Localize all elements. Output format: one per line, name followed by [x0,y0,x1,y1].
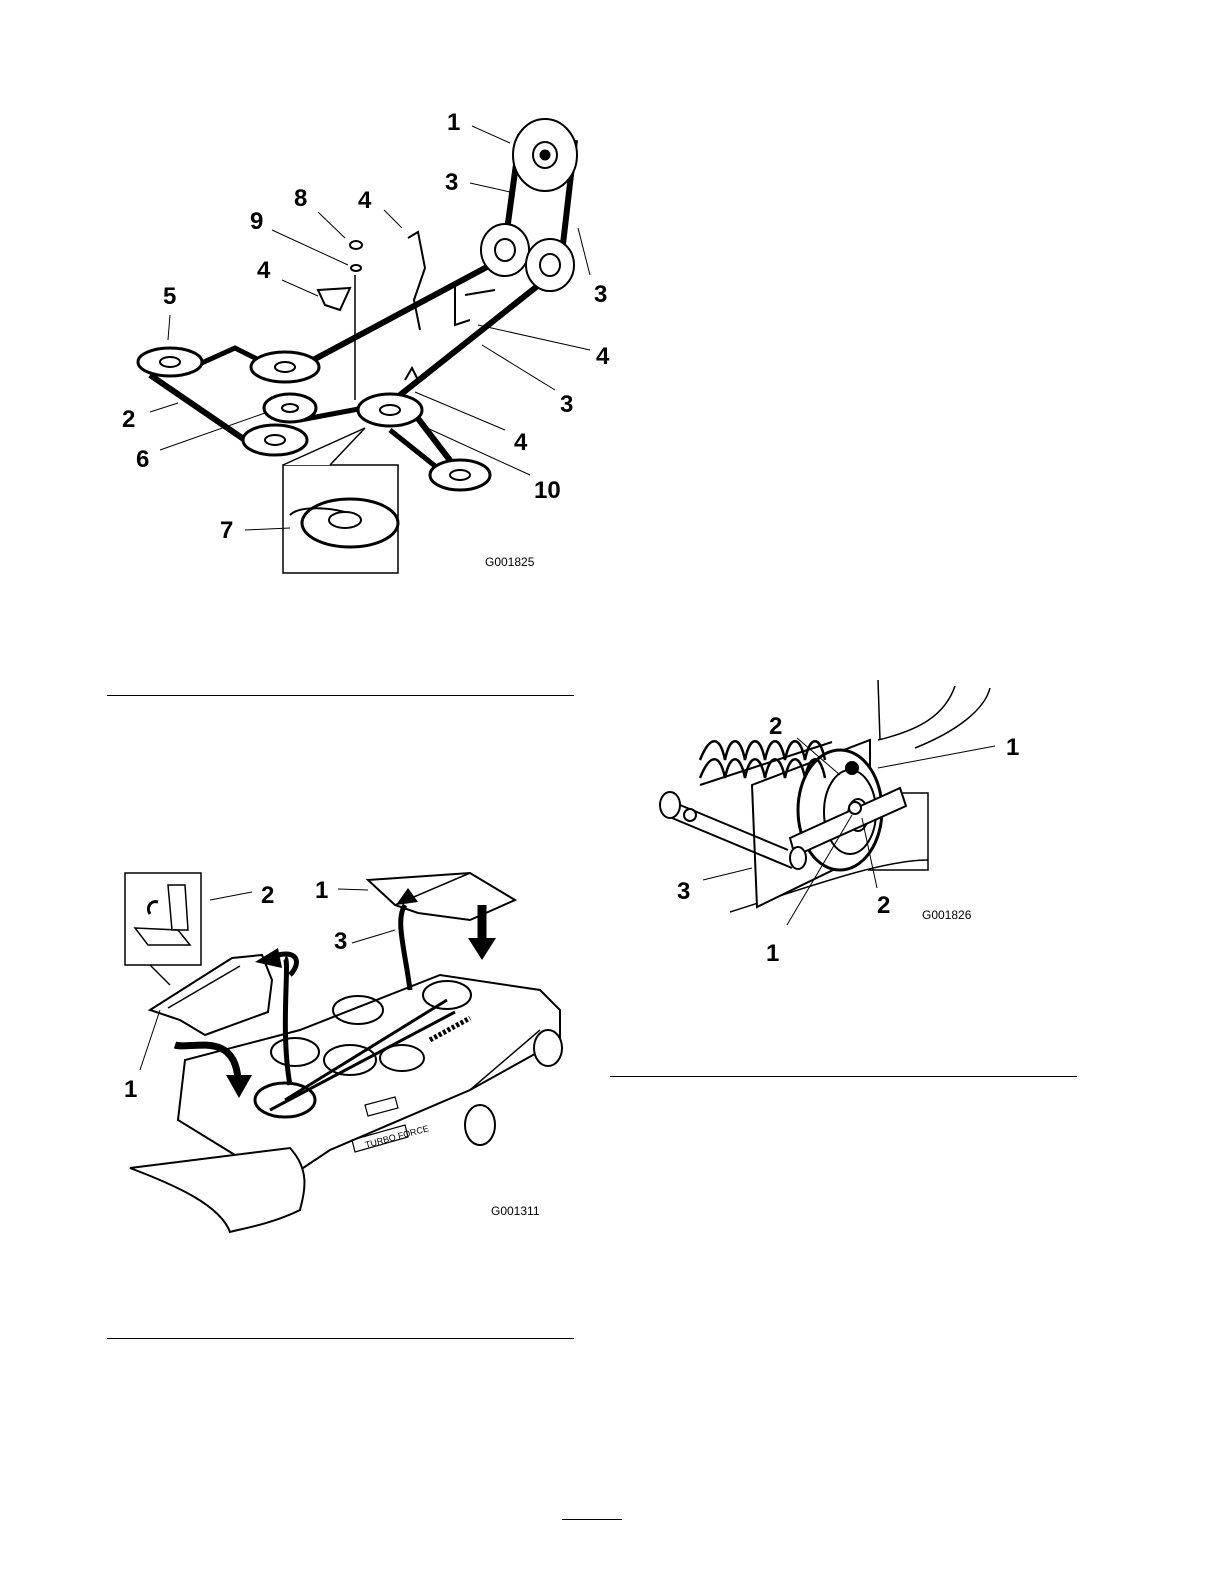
callout: 1 [124,1076,137,1103]
spring-tensioner-figure: 2 1 3 2 1 G001826 [640,670,1060,970]
deck-covers-figure: TURBO FORCE 2 1 3 1 G001311 [115,865,580,1240]
belt-routing-figure: 1 3 8 4 9 4 5 3 4 2 3 6 4 10 7 G001825 [100,100,620,590]
callout: 2 [122,406,135,433]
callout: 1 [1006,734,1019,761]
figure-code: G001311 [491,1204,540,1218]
callout: 3 [677,878,690,905]
callout: 4 [257,257,271,284]
callout: 4 [358,187,372,214]
spring-tensioner-drawing: 2 1 3 2 1 G001826 [640,670,1060,970]
figure-code: G001825 [485,555,535,569]
callout: 1 [315,877,328,904]
callout: 8 [294,185,307,212]
callout: 5 [163,283,176,310]
callout: 2 [769,713,782,740]
page-number-rule [562,1519,622,1520]
callout: 4 [596,343,610,370]
callout: 3 [560,391,573,418]
callout: 2 [877,892,890,919]
section-rule [610,1076,1077,1077]
callout: 4 [514,429,528,456]
callout: 3 [594,281,607,308]
callout: 10 [534,477,561,504]
figure-code: G001826 [922,908,972,922]
callout: 1 [766,940,779,967]
section-rule [107,1338,574,1339]
deck-covers-drawing: TURBO FORCE 2 1 3 1 G001311 [115,865,580,1240]
callout: 2 [261,882,274,909]
callout: 9 [250,208,263,235]
section-rule [107,695,574,696]
belt-routing-drawing: 1 3 8 4 9 4 5 3 4 2 3 6 4 10 7 G001825 [100,100,620,590]
callout: 6 [136,446,149,473]
callout: 3 [334,928,347,955]
callout: 7 [220,517,233,544]
callout: 3 [445,169,458,196]
callout: 1 [447,109,460,136]
